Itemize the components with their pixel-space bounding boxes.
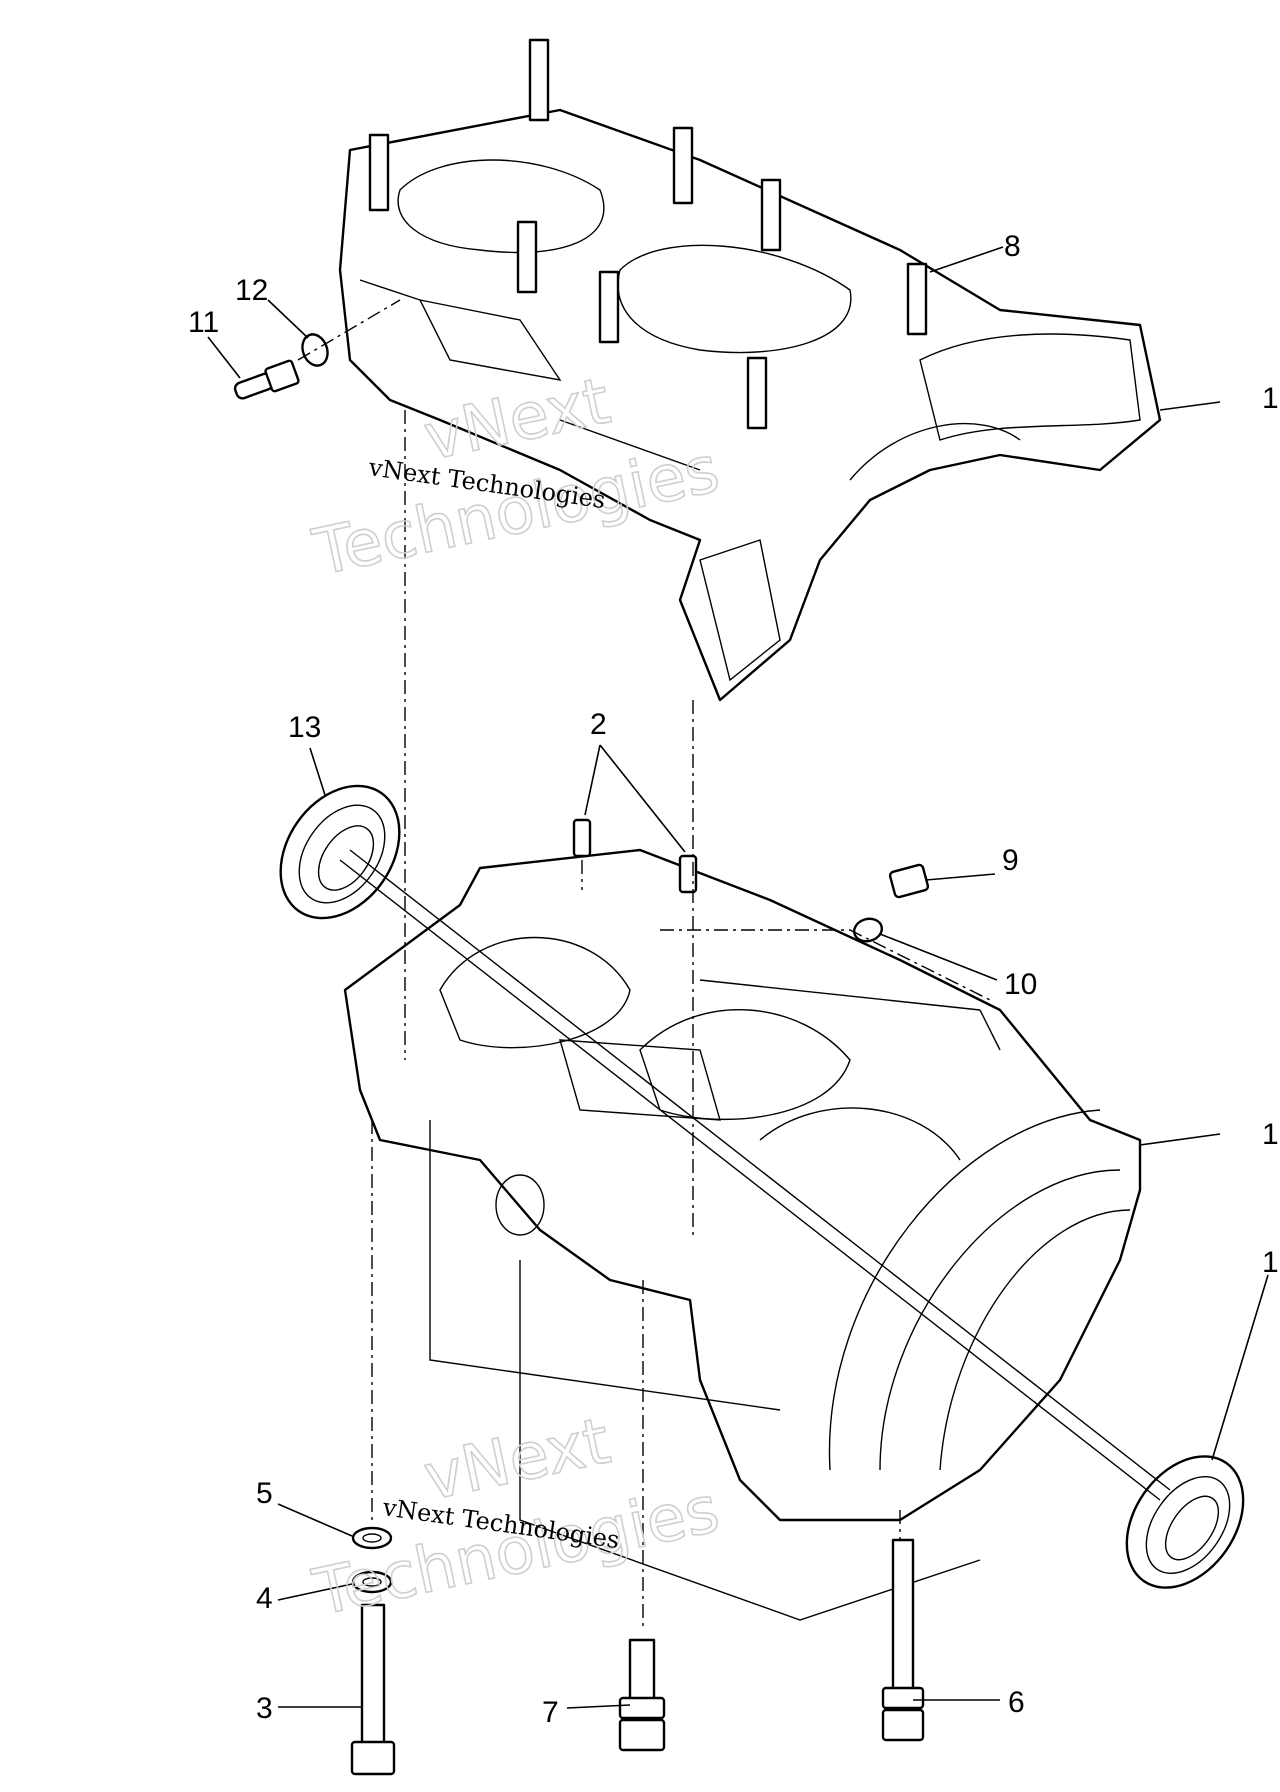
callout-13: 13 xyxy=(288,711,321,744)
cylinder-studs xyxy=(368,38,928,430)
callout-11: 11 xyxy=(188,306,219,339)
plug-part-9 xyxy=(888,863,930,899)
callout-2: 2 xyxy=(590,708,607,741)
assembly-lines xyxy=(371,410,991,1630)
callout-1: 1 xyxy=(1262,1246,1279,1279)
lock-washer-part-4 xyxy=(351,1570,393,1594)
callout-1: 1 xyxy=(1262,382,1279,415)
callout-6: 6 xyxy=(1008,1686,1025,1719)
callout-3: 3 xyxy=(256,1692,273,1725)
oil-seal-part-1 xyxy=(1125,1455,1245,1589)
bolt-part-6 xyxy=(881,1538,925,1742)
leader-lines xyxy=(207,246,1269,1709)
oil-seal-part-13 xyxy=(279,784,401,920)
callout-5: 5 xyxy=(256,1477,273,1510)
lower-crankcase xyxy=(343,848,1142,1621)
upper-crankcase xyxy=(338,38,1162,702)
callout-10: 10 xyxy=(1004,968,1037,1001)
callout-9: 9 xyxy=(1002,844,1019,877)
bolt-part-3 xyxy=(350,1603,396,1776)
bolt-part-7 xyxy=(618,1638,666,1752)
callout-8: 8 xyxy=(1004,230,1021,263)
washer-part-5 xyxy=(351,1526,393,1550)
callout-labels: 8 1 12 11 13 2 9 10 1 1 5 4 3 7 6 xyxy=(188,230,1279,1729)
fitting-part-11 xyxy=(233,359,300,400)
callout-12: 12 xyxy=(235,274,268,307)
watermark-bottom: vNext Technologies vNext Technologies xyxy=(306,1404,726,1632)
callout-7: 7 xyxy=(542,1696,559,1729)
crankshaft-axis-line xyxy=(339,849,1171,1501)
callout-1: 1 xyxy=(1262,1118,1279,1151)
callout-4: 4 xyxy=(256,1582,273,1615)
dowel-pins-part-2 xyxy=(572,818,698,894)
